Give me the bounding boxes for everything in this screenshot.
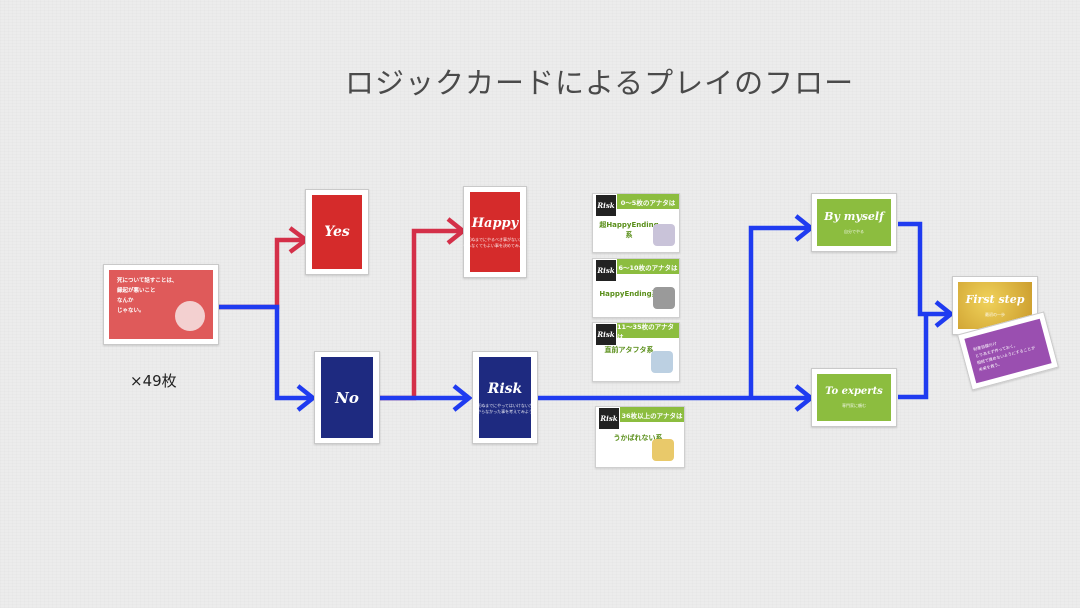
result-card-label: うかばれない系 [613, 434, 663, 442]
risk-logo: Risk [596, 195, 616, 216]
risk-logo: Risk [596, 324, 616, 345]
arrow-to-bymyself [748, 225, 810, 398]
to-experts-sub: 専門家に頼む [842, 403, 866, 408]
first-step-sub: 最初の一歩 [985, 312, 1005, 317]
start-card-text: 死について話すことは、 縁起が悪いこと なんか じゃない。 [117, 278, 178, 314]
result-card-label: 超HappyEnding系 [599, 221, 659, 239]
card-count: ×49枚 [130, 372, 177, 390]
risk-card-label: Risk [487, 380, 523, 397]
risk-card[interactable]: Risk 死ぬまでにやってはいけないか やらなかった事を考えてみよう [472, 351, 538, 444]
start-card[interactable]: 死について話すことは、 縁起が悪いこと なんか じゃない。 [103, 264, 219, 345]
risk-card-sub: 死ぬまでにやってはいけないか やらなかった事を考えてみよう [477, 402, 533, 414]
arrow-experts-to-first [898, 314, 929, 400]
by-myself-label: By myself [824, 210, 884, 223]
arrow-start-to-no [215, 304, 312, 401]
arrowhead-risk [452, 384, 473, 412]
risk-logo: Risk [599, 408, 619, 429]
happy-card-sub: 死ぬまでにやるべき事がないか やらなくてもよい事を決めてみよう [463, 236, 527, 248]
result-card-1[interactable]: Risk 0〜5枚のアナタは 超HappyEnding系 [592, 193, 680, 253]
arrow-no-to-happy [378, 228, 462, 401]
result-card-head: 36枚以上のアナタは [620, 407, 684, 422]
happy-card[interactable]: Happy 死ぬまでにやるべき事がないか やらなくてもよい事を決めてみよう [463, 186, 527, 278]
result-card-head: 6〜10枚のアナタは [617, 259, 679, 274]
arrowhead-first [934, 300, 955, 328]
arrowhead-no [296, 384, 317, 412]
illustration-icon [651, 351, 673, 373]
result-card-4[interactable]: Risk 36枚以上のアナタは うかばれない系 [595, 406, 685, 468]
illustration-icon [653, 224, 675, 246]
illustration-icon [175, 301, 205, 331]
yes-card[interactable]: Yes [305, 189, 369, 275]
result-card-2[interactable]: Risk 6〜10枚のアナタは HappyEnding系 [592, 258, 680, 318]
result-card-label: HappyEnding系 [599, 290, 659, 298]
arrow-bymyself-to-first [898, 221, 950, 317]
result-card-label: 直前アタフタ系 [604, 346, 654, 354]
result-card-3[interactable]: Risk 11〜35枚のアナタは 直前アタフタ系 [592, 322, 680, 382]
to-experts-card[interactable]: To experts 専門家に頼む [811, 368, 897, 427]
result-card-head: 0〜5枚のアナタは [617, 194, 679, 209]
no-card[interactable]: No [314, 351, 380, 444]
to-experts-label: To experts [825, 386, 883, 397]
by-myself-card[interactable]: By myself 自分でやる [811, 193, 897, 252]
illustration-icon [652, 439, 674, 461]
happy-card-label: Happy [471, 215, 519, 231]
example-card-text: 財産目録だけ とりあえず作っておく。 相続で揉めないようにすることが 未来を救う… [972, 340, 1036, 373]
risk-logo: Risk [596, 260, 616, 281]
illustration-icon [653, 287, 675, 309]
no-card-label: No [335, 388, 359, 407]
page-title: ロジックカードによるプレイのフロー [345, 66, 855, 100]
result-card-head: 11〜35枚のアナタは [617, 323, 679, 341]
yes-card-label: Yes [324, 224, 350, 240]
by-myself-sub: 自分でやる [844, 229, 864, 234]
first-step-label: First step [965, 293, 1025, 306]
